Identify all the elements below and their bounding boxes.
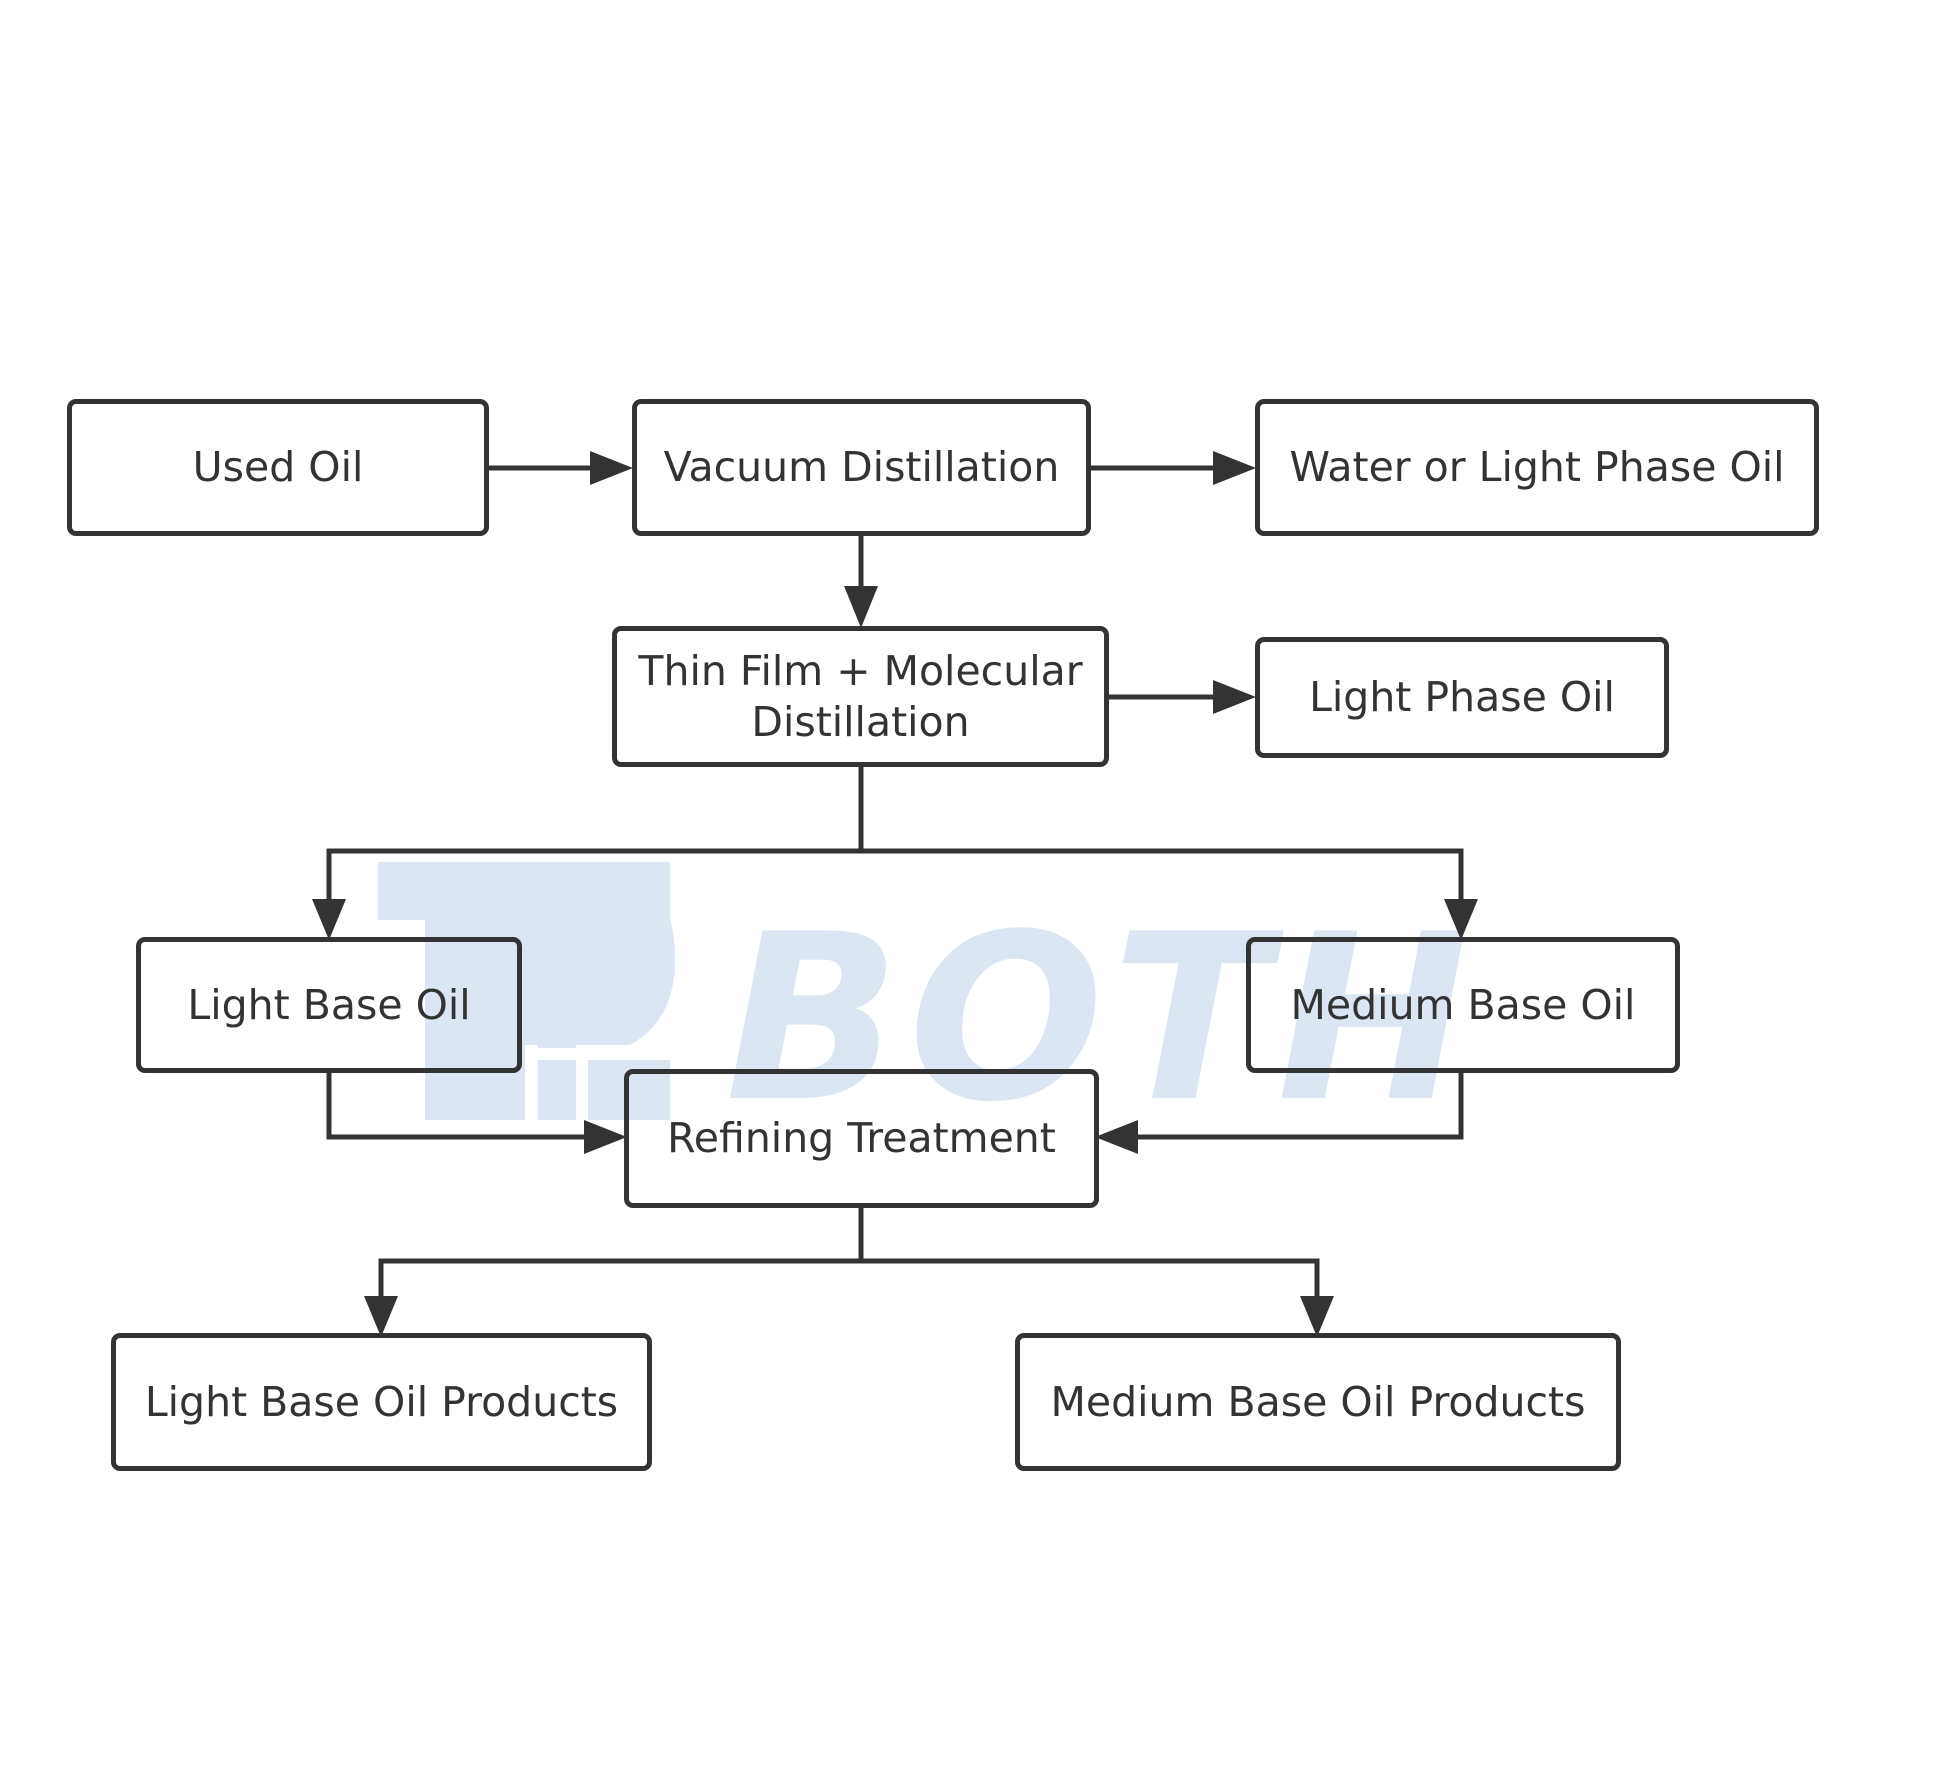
arrowhead-thinfilm bbox=[844, 586, 878, 628]
node-label: Light Base Oil bbox=[187, 980, 471, 1029]
node-label: Used Oil bbox=[192, 443, 364, 491]
arrowhead-mediumproducts bbox=[1300, 1296, 1334, 1337]
arrow-split-to-lightbase bbox=[326, 848, 861, 905]
node-medium-base-oil-products: Medium Base Oil Products bbox=[1015, 1333, 1621, 1471]
arrow-lightbase-to-refining bbox=[326, 1071, 585, 1140]
node-used-oil: Used Oil bbox=[67, 399, 489, 536]
node-label: Light Base Oil Products bbox=[144, 1377, 619, 1426]
node-water-light-phase-oil: Water or Light Phase Oil bbox=[1255, 399, 1819, 536]
node-vacuum-distillation: Vacuum Distillation bbox=[632, 399, 1091, 536]
arrow-split-to-lightproducts bbox=[378, 1258, 861, 1300]
arrowhead-lightbase bbox=[312, 899, 346, 940]
node-light-base-oil-products: Light Base Oil Products bbox=[111, 1333, 652, 1471]
node-refining-treatment: Refining Treatment bbox=[624, 1069, 1099, 1208]
node-label: Medium Base Oil Products bbox=[1050, 1377, 1586, 1426]
node-medium-base-oil: Medium Base Oil bbox=[1246, 937, 1680, 1073]
node-label: Light Phase Oil bbox=[1309, 673, 1615, 721]
arrowhead-lightproducts bbox=[364, 1296, 398, 1337]
arrow-split-to-mediumproducts bbox=[861, 1258, 1320, 1300]
arrow-split-to-mediumbase bbox=[861, 848, 1464, 905]
node-light-base-oil: Light Base Oil bbox=[136, 937, 522, 1073]
node-thin-film-molecular-distillation: Thin Film + Molecular Distillation bbox=[612, 626, 1109, 767]
node-label-line2: Distillation bbox=[751, 697, 970, 746]
arrow-mediumbase-to-refining bbox=[1135, 1071, 1464, 1140]
watermark-logo-mark bbox=[378, 862, 675, 1120]
arrowhead-refining-left bbox=[584, 1120, 627, 1154]
node-label-line1: Thin Film + Molecular bbox=[638, 646, 1083, 695]
node-label: Vacuum Distillation bbox=[663, 443, 1060, 491]
arrowhead-vacuum bbox=[590, 451, 633, 485]
node-label: Medium Base Oil bbox=[1290, 980, 1636, 1029]
node-light-phase-oil: Light Phase Oil bbox=[1255, 637, 1669, 758]
arrowhead-mediumbase bbox=[1444, 899, 1478, 940]
arrowhead-lightphase bbox=[1213, 680, 1256, 714]
arrowhead-water bbox=[1213, 451, 1256, 485]
arrowhead-refining-right bbox=[1095, 1120, 1138, 1154]
node-label: Refining Treatment bbox=[667, 1114, 1056, 1162]
node-label: Water or Light Phase Oil bbox=[1289, 443, 1785, 491]
